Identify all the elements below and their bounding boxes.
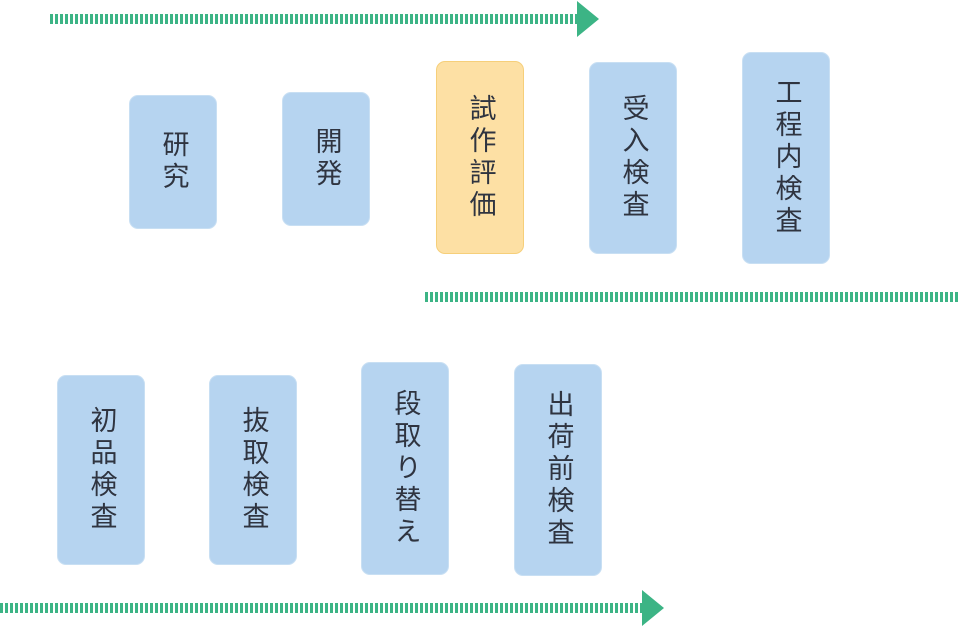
step-label: 試作評価 xyxy=(464,93,496,222)
step-label: 出荷前検査 xyxy=(542,390,574,550)
step-label: 受入検査 xyxy=(617,94,649,222)
bottom-flow-arrowhead-icon xyxy=(642,590,664,626)
step-changeover: 段取り替え xyxy=(361,362,449,575)
step-label: 開発 xyxy=(310,127,342,191)
step-prototype-evaluation: 試作評価 xyxy=(436,61,524,254)
step-development: 開発 xyxy=(282,92,370,226)
step-research: 研究 xyxy=(129,95,217,229)
top-flow-arrow-line xyxy=(50,14,577,24)
step-label: 抜取検査 xyxy=(237,406,269,534)
top-flow-arrowhead-icon xyxy=(577,1,599,37)
step-in-process-inspection: 工程内検査 xyxy=(742,52,830,264)
step-sampling-inspection: 抜取検査 xyxy=(209,375,297,565)
middle-flow-line xyxy=(425,292,960,302)
step-label: 研究 xyxy=(157,130,189,194)
bottom-flow-arrow-line xyxy=(0,603,642,613)
step-label: 初品検査 xyxy=(85,406,117,534)
step-label: 段取り替え xyxy=(389,388,421,549)
step-receiving-inspection: 受入検査 xyxy=(589,62,677,254)
step-label: 工程内検査 xyxy=(770,78,802,238)
step-first-article-inspection: 初品検査 xyxy=(57,375,145,565)
step-pre-shipment-inspection: 出荷前検査 xyxy=(514,364,602,576)
